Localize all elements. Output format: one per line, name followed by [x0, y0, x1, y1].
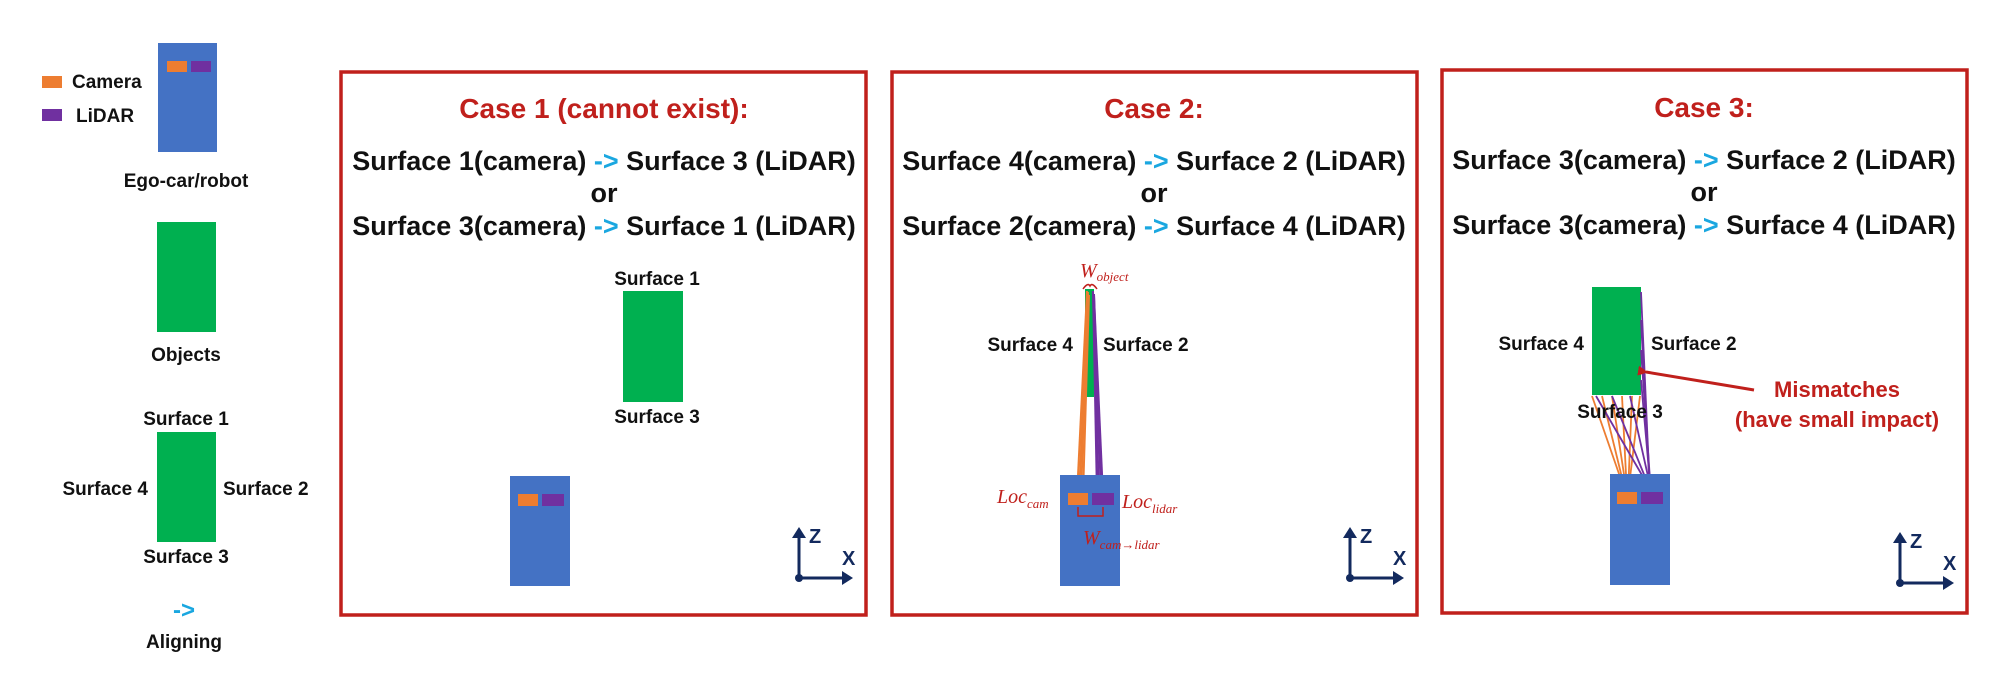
case2-w-object-brace — [1082, 283, 1098, 290]
case3-panel: Case 3: Surface 3(camera) -> Surface 2 (… — [1440, 68, 1969, 615]
aligning-arrow-symbol: -> — [173, 597, 195, 624]
case2-panel: Case 2: Surface 4(camera) -> Surface 2 (… — [890, 70, 1419, 617]
case3-or: or — [1691, 177, 1718, 207]
case1-axis-x-label: X — [842, 548, 856, 570]
case1-axis-z-label: Z — [809, 526, 821, 548]
case2-axis-z-label: Z — [1360, 526, 1372, 548]
ego-car-legend-box — [158, 43, 217, 152]
case2-camera-rays — [1076, 290, 1090, 497]
object-legend-box — [157, 222, 216, 332]
case2-or: or — [1141, 178, 1168, 208]
case1-frame — [339, 70, 868, 617]
case2-w-cam-lidar-label: Wcam→lidar — [1083, 527, 1161, 552]
case1-line1: Surface 1(camera) -> Surface 3 (LiDAR) — [352, 146, 855, 176]
case1-axes: Z X — [792, 526, 856, 585]
case2-line2-arrow: -> — [1144, 211, 1169, 241]
camera-legend-swatch — [42, 76, 62, 88]
legend: Camera LiDAR Ego-car/robot Objects Surfa… — [42, 43, 309, 653]
case3-camera — [1617, 492, 1637, 504]
case2-w-cam-lidar-bracket — [1077, 507, 1104, 517]
case2-w-object-label: Wobject — [1080, 260, 1129, 284]
case3-line2-arrow: -> — [1694, 210, 1719, 240]
case1-line1-arrow: -> — [594, 146, 619, 176]
case2-title: Case 2: — [1104, 93, 1204, 124]
case2-lidar-rays — [1092, 290, 1104, 497]
case2-frame — [890, 70, 1419, 617]
legend-surface2-label: Surface 2 — [223, 479, 309, 500]
case3-mismatch-arrow — [1637, 365, 1755, 392]
case2-loc-cam-label: Loccam — [996, 486, 1049, 511]
case3-surface3-label: Surface 3 — [1577, 402, 1663, 423]
case3-mismatch-label: Mismatches — [1774, 377, 1900, 402]
case3-line1: Surface 3(camera) -> Surface 2 (LiDAR) — [1452, 145, 1955, 175]
case2-line1: Surface 4(camera) -> Surface 2 (LiDAR) — [902, 146, 1405, 176]
case1-panel: Case 1 (cannot exist): Surface 1(camera)… — [339, 70, 868, 617]
objects-legend-label: Objects — [151, 345, 221, 366]
case3-title: Case 3: — [1654, 92, 1754, 123]
ego-car-legend-lidar — [191, 61, 211, 72]
case3-object — [1592, 287, 1641, 395]
case1-camera — [518, 494, 538, 506]
case3-line2: Surface 3(camera) -> Surface 4 (LiDAR) — [1452, 210, 1955, 240]
camera-legend-label: Camera — [72, 72, 142, 93]
legend-surface3-label: Surface 3 — [143, 547, 229, 568]
case3-surface2-label: Surface 2 — [1651, 334, 1737, 355]
case1-lidar — [542, 494, 564, 506]
ego-car-legend-label: Ego-car/robot — [124, 171, 249, 192]
case3-surface4-label: Surface 4 — [1498, 334, 1584, 355]
case1-object — [623, 291, 683, 402]
case2-surface2-label: Surface 2 — [1103, 335, 1189, 356]
case1-title: Case 1 (cannot exist): — [459, 93, 748, 124]
case1-ego-car — [510, 476, 570, 586]
ego-car-legend-camera — [167, 61, 187, 72]
lidar-legend-label: LiDAR — [76, 106, 134, 127]
legend-surface1-label: Surface 1 — [143, 409, 229, 430]
case1-surface3-label: Surface 3 — [614, 407, 700, 428]
case3-axes: Z X — [1893, 531, 1957, 590]
case2-surface4-label: Surface 4 — [987, 335, 1073, 356]
case2-axes: Z X — [1343, 526, 1407, 585]
case2-loc-lidar-label: Loclidar — [1121, 491, 1178, 516]
case3-frame — [1440, 68, 1969, 615]
case2-line1-arrow: -> — [1144, 146, 1169, 176]
case3-mismatch-sublabel: (have small impact) — [1735, 407, 1939, 432]
case2-line2: Surface 2(camera) -> Surface 4 (LiDAR) — [902, 211, 1405, 241]
case2-axis-x-label: X — [1393, 548, 1407, 570]
case1-line2-arrow: -> — [594, 211, 619, 241]
case1-surface1-label: Surface 1 — [614, 269, 700, 290]
case2-object — [1085, 289, 1094, 397]
aligning-legend-label: Aligning — [146, 632, 222, 653]
case2-camera — [1068, 493, 1088, 505]
case2-lidar — [1092, 493, 1114, 505]
case3-lidar — [1641, 492, 1663, 504]
case3-axis-z-label: Z — [1910, 531, 1922, 553]
surfaces-legend-box — [157, 432, 216, 542]
case3-line1-arrow: -> — [1694, 145, 1719, 175]
case1-or: or — [591, 178, 618, 208]
case1-line2: Surface 3(camera) -> Surface 1 (LiDAR) — [352, 211, 855, 241]
legend-surface4-label: Surface 4 — [62, 479, 148, 500]
lidar-legend-swatch — [42, 109, 62, 121]
case3-axis-x-label: X — [1943, 553, 1957, 575]
case3-ego-car — [1610, 474, 1670, 585]
